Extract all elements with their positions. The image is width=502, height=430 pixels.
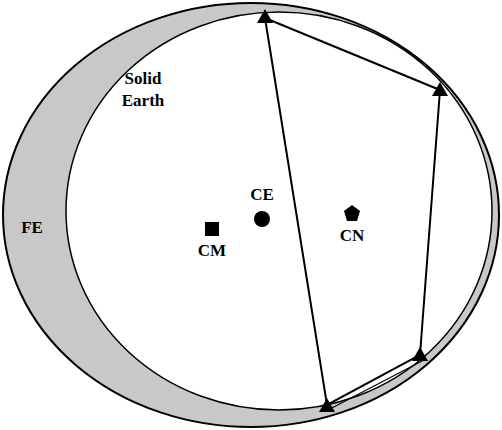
point-label: CN — [332, 225, 372, 247]
station-marker — [432, 82, 448, 96]
station-marker — [412, 347, 428, 361]
region-label: FE — [14, 217, 50, 239]
solid-earth — [66, 12, 492, 410]
station-network — [265, 18, 440, 405]
region-label: Solid Earth — [108, 68, 178, 112]
ce-marker — [254, 211, 270, 227]
point-label: CE — [242, 184, 282, 206]
station-link — [330, 361, 422, 409]
cn-marker — [344, 205, 360, 221]
fluid-envelope — [3, 3, 499, 427]
cm-marker — [205, 222, 219, 236]
station-marker — [257, 9, 273, 23]
station-marker — [319, 398, 335, 412]
point-label: CM — [192, 240, 232, 262]
